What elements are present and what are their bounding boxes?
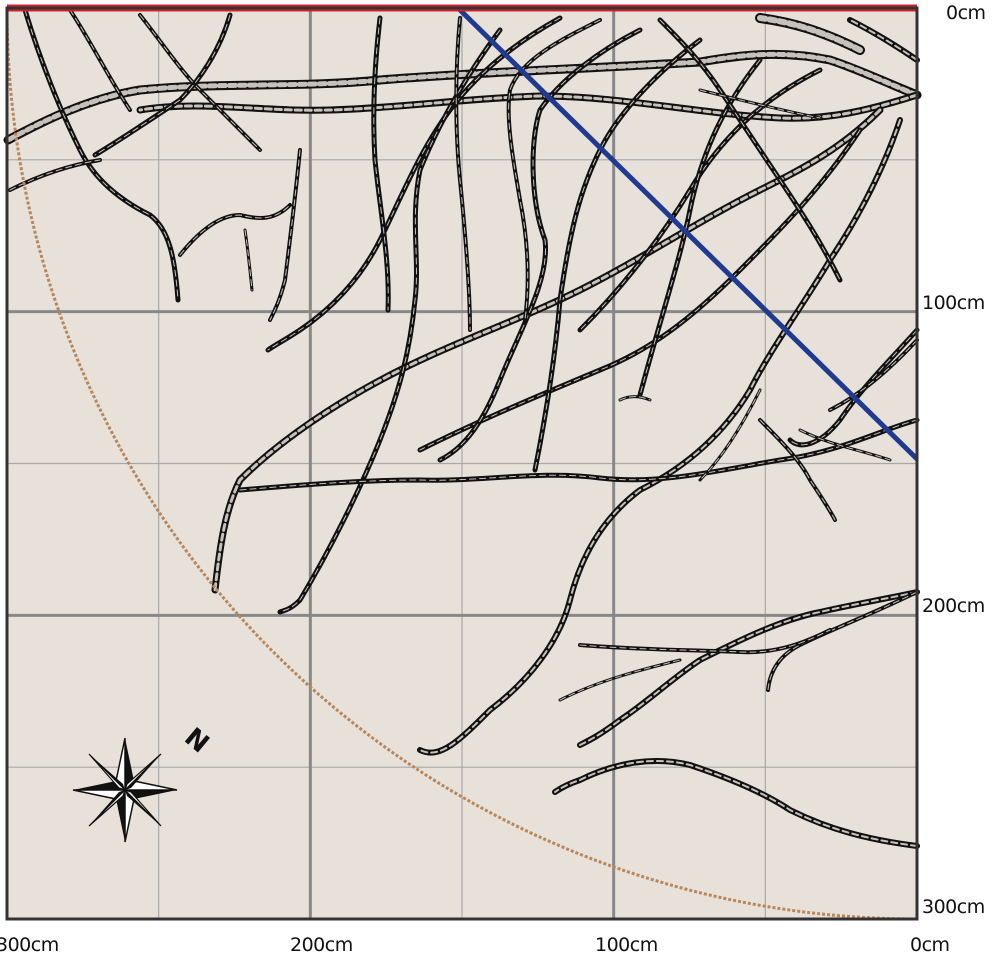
root-stroke-highlight: [559, 659, 681, 701]
root-stroke-highlight: [24, 9, 179, 301]
root-stroke-highlight: [267, 17, 561, 351]
root-stroke-highlight: [757, 15, 863, 53]
y-label-300: 300cm: [922, 896, 985, 918]
minor-grid: [7, 8, 917, 919]
root-stroke-highlight: [534, 39, 701, 471]
root-stroke-highlight: [179, 204, 291, 256]
diagonal-line: [456, 6, 919, 461]
y-label-100: 100cm: [922, 292, 985, 314]
root-stroke-highlight: [139, 14, 261, 151]
root-system-drawing: [3, 7, 922, 849]
root-stroke-highlight: [639, 59, 761, 396]
root-stroke-highlight: [619, 396, 651, 401]
root-stroke-highlight: [579, 69, 821, 331]
map-border: [5, 6, 919, 921]
root-stroke-highlight: [138, 93, 919, 120]
root-stroke-highlight: [799, 429, 891, 461]
root-stroke-highlight: [94, 14, 231, 156]
root-stroke-highlight: [239, 419, 918, 491]
x-label-0: 0cm: [910, 934, 950, 956]
root-stroke-highlight: [554, 759, 918, 847]
root-stroke-highlight: [579, 629, 831, 653]
root-stroke-highlight: [759, 419, 836, 521]
root-stroke-highlight: [659, 19, 841, 281]
root-stroke-highlight: [244, 229, 253, 291]
root-stroke-highlight: [829, 339, 918, 411]
y-label-200: 200cm: [922, 595, 985, 617]
root-stroke-highlight: [69, 9, 131, 111]
root-stroke-highlight: [699, 89, 821, 119]
root-stroke-highlight: [373, 17, 389, 311]
root-stroke-highlight: [579, 591, 918, 746]
radius-arc: [5, 7, 918, 921]
compass-rose-icon: N: [72, 722, 214, 843]
root-stroke-highlight: [789, 329, 918, 446]
root-stroke-highlight: [849, 19, 918, 61]
x-label-100: 100cm: [595, 934, 658, 956]
root-stroke-highlight: [508, 19, 601, 321]
root-stroke-highlight: [279, 29, 501, 613]
y-label-0: 0cm: [946, 2, 986, 24]
root-stroke-highlight: [455, 17, 471, 331]
root-stroke-highlight: [213, 108, 882, 592]
root-stroke-highlight: [439, 29, 641, 461]
root-stroke-highlight: [699, 389, 761, 481]
x-label-300: 300cm: [0, 934, 59, 956]
root-stroke-highlight: [269, 149, 301, 321]
root-stroke-highlight: [9, 159, 101, 191]
x-label-200: 200cm: [290, 934, 353, 956]
